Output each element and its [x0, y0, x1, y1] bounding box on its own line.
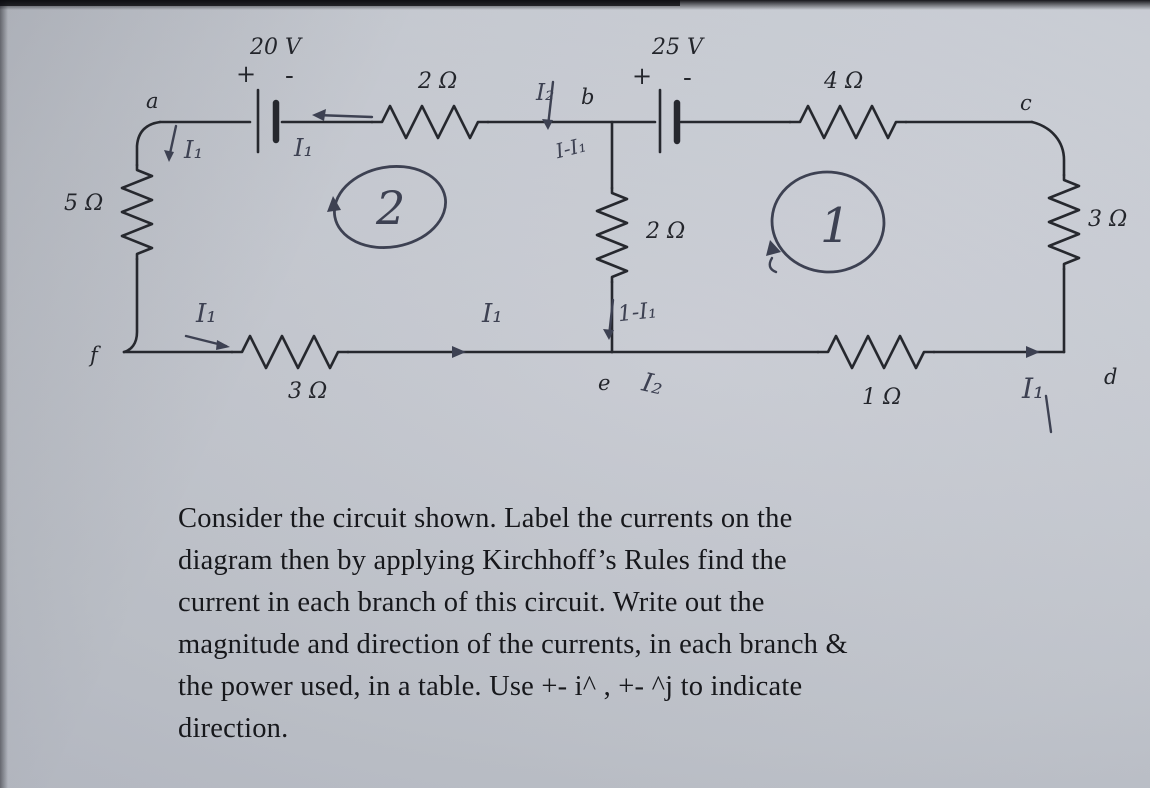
- wire-c-down: [1030, 120, 1066, 177]
- node-a-label: a: [146, 89, 159, 113]
- battery2-voltage-label: 25 V: [651, 35, 705, 60]
- current-label-diff-top: I-I₁: [552, 132, 588, 163]
- node-b-label: b: [581, 85, 594, 109]
- problem-line-1: Consider the circuit shown. Label the cu…: [178, 503, 793, 534]
- current-arrow-top-left: [314, 113, 374, 119]
- arrowhead-loop1: [766, 240, 781, 256]
- resistor-1ohm-label: 1 Ω: [862, 385, 901, 410]
- battery-symbols: [256, 88, 681, 154]
- battery1-minus-sign: -: [285, 61, 294, 91]
- handwritten-strokes: [167, 80, 1053, 434]
- problem-line-6: direction.: [178, 713, 289, 744]
- current-label-i2-top: I₂: [535, 80, 554, 106]
- arrowhead-bottom-left: [216, 340, 230, 350]
- resistor-2ohm-middle-label: 2 Ω: [645, 219, 685, 244]
- loop1-number: 1: [820, 198, 851, 254]
- handwritten-arrowheads: [164, 109, 1040, 358]
- resistor-2ohm-top-label: 2 Ω: [417, 69, 457, 94]
- battery2-minus-sign: -: [683, 63, 692, 93]
- loop1-tail: [768, 256, 778, 274]
- arrowhead-middle-down: [603, 329, 614, 340]
- loop2-circle: [333, 165, 447, 249]
- resistor-1ohm-bottom: [816, 334, 936, 370]
- resistor-5ohm-label: 5 Ω: [64, 191, 103, 216]
- printed-labels: 20 V + - 2 Ω 25 V + - 4 Ω a b c 5 Ω 2 Ω …: [64, 35, 1127, 410]
- current-label-i2-at-e: I₂: [638, 367, 665, 401]
- resistor-3ohm-bottom-label: 3 Ω: [288, 379, 327, 404]
- arrowhead-bottom-mid: [452, 346, 466, 358]
- node-d-label: d: [1104, 365, 1117, 389]
- resistor-3ohm-right: [1047, 173, 1081, 271]
- battery1-plus-sign: +: [236, 60, 256, 88]
- node-c-label: c: [1020, 91, 1032, 115]
- resistor-3ohm-right-label: 3 Ω: [1088, 207, 1127, 232]
- arrowhead-at-a: [164, 150, 174, 162]
- circuit-wires: [120, 104, 1081, 370]
- problem-line-4: magnitude and direction of the currents,…: [178, 629, 848, 660]
- arrowhead-top-left: [312, 109, 326, 121]
- arrowhead-loop2: [327, 196, 341, 212]
- arrowhead-near-d: [1026, 346, 1040, 358]
- node-e-label: e: [598, 371, 610, 395]
- node-f-label: f: [88, 343, 101, 367]
- resistor-3ohm-bottom: [230, 334, 350, 370]
- battery2-plus-sign: +: [632, 62, 652, 90]
- current-label-i1-at-a: I₁: [183, 136, 203, 164]
- problem-line-3: current in each branch of this circuit. …: [178, 587, 765, 618]
- current-label-i1-at-d: I₁: [1021, 372, 1044, 405]
- wire-to-f: [122, 257, 139, 354]
- resistor-2ohm-middle: [595, 186, 629, 284]
- current-label-diff-mid: 1-I₁: [617, 298, 658, 327]
- problem-text: Consider the circuit shown. Label the cu…: [178, 498, 968, 750]
- wire-a-down: [135, 120, 162, 167]
- current-arrow-i2-top: [546, 80, 555, 128]
- handwritten-labels: I₁ I₁ 2 I₂ I-I₁ 1 I₁ I₁ 1-I₁ I₂ I₁: [183, 80, 1044, 405]
- current-label-i1-top: I₁: [293, 134, 313, 162]
- loop2-number: 2: [375, 181, 405, 235]
- resistor-4ohm-top: [788, 104, 908, 140]
- resistor-5ohm-left: [120, 163, 154, 261]
- battery1-voltage-label: 20 V: [249, 35, 303, 60]
- resistor-2ohm-top: [370, 104, 490, 140]
- resistor-4ohm-label: 4 Ω: [823, 69, 863, 94]
- problem-line-5: the power used, in a table. Use +- i^ , …: [178, 671, 803, 702]
- current-label-i1-bottom-left: I₁: [195, 299, 217, 329]
- loop1-circle: [770, 170, 886, 274]
- current-mark-bottom-right: [1044, 394, 1053, 434]
- problem-line-2: diagram then by applying Kirchhoff’s Rul…: [178, 545, 787, 576]
- arrowhead-i2-top: [542, 119, 553, 130]
- current-label-i1-bottom-mid: I₁: [481, 299, 503, 329]
